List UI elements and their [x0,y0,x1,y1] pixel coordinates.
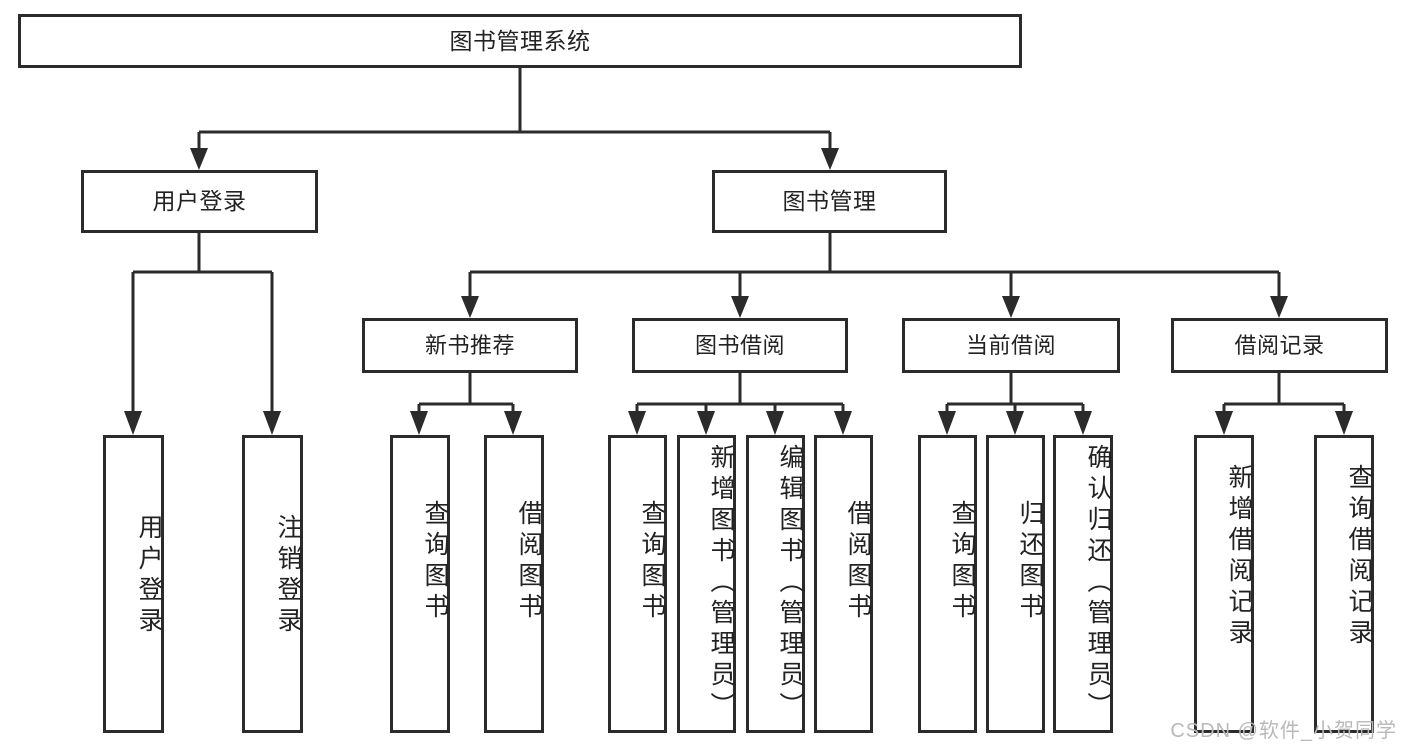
node-root-label: 图书管理系统 [449,27,591,54]
arrow-user-login [190,148,208,170]
arrow-bw-add [697,411,715,435]
leaf-bw-edit-book-admin[interactable]: 编辑图书（管理员） [746,435,805,733]
leaf-rec-query-record-label: 查询借阅记录 [1345,464,1373,650]
node-current-borrow-label: 当前借阅 [965,332,1056,358]
node-new-book-recommend[interactable]: 新书推荐 [362,318,578,373]
leaf-rec-query-record[interactable]: 查询借阅记录 [1314,435,1374,733]
leaf-nb-borrow-book-label: 借阅图书 [515,500,543,624]
leaf-logout-label: 注销登录 [274,514,302,638]
node-book-management-label: 图书管理 [782,188,877,215]
leaf-cur-confirm-return-admin[interactable]: 确认归还（管理员） [1053,435,1113,733]
arrow-rec-add [1215,411,1233,435]
node-current-borrow[interactable]: 当前借阅 [902,318,1120,373]
leaf-nb-query-book[interactable]: 查询图书 [390,435,450,733]
arrow-leaf-logout [263,411,281,435]
arrow-leaf-user-login [124,411,142,435]
arrow-bw-lend [834,411,852,435]
leaf-bw-edit-book-admin-label: 编辑图书（管理员） [776,444,804,723]
leaf-rec-add-record-label: 新增借阅记录 [1225,464,1253,650]
node-borrow-record-label: 借阅记录 [1234,332,1325,358]
leaf-cur-return-book-label: 归还图书 [1016,500,1044,624]
node-root[interactable]: 图书管理系统 [18,14,1022,68]
leaf-cur-query-book-label: 查询图书 [948,500,976,624]
leaf-bw-borrow-book[interactable]: 借阅图书 [814,435,873,733]
leaf-bw-add-book-admin-label: 新增图书（管理员） [707,444,735,723]
leaf-rec-add-record[interactable]: 新增借阅记录 [1194,435,1254,733]
leaf-cur-query-book[interactable]: 查询图书 [918,435,977,733]
arrow-book-manage [821,148,839,170]
leaf-logout[interactable]: 注销登录 [242,435,303,733]
arrow-cur-confirm [1074,411,1092,435]
watermark: CSDN @软件_小贺同学 [1170,720,1397,742]
arrow-nb-query [410,411,428,435]
node-book-borrow-label: 图书借阅 [694,332,785,358]
node-book-borrow[interactable]: 图书借阅 [632,318,848,373]
leaf-cur-return-book[interactable]: 归还图书 [986,435,1045,733]
node-borrow-record[interactable]: 借阅记录 [1171,318,1388,373]
leaf-bw-query-book-label: 查询图书 [638,500,666,624]
leaf-user-login[interactable]: 用户登录 [103,435,164,733]
arrow-cur-query [938,411,956,435]
node-new-book-recommend-label: 新书推荐 [424,332,515,358]
arrow-cur-return [1006,411,1024,435]
arrow-rec-query [1335,411,1353,435]
arrow-bw-query [628,411,646,435]
leaf-cur-confirm-return-admin-label: 确认归还（管理员） [1084,444,1112,723]
arrow-bw-edit [766,411,784,435]
leaf-nb-query-book-label: 查询图书 [421,500,449,624]
node-user-login[interactable]: 用户登录 [81,170,318,233]
leaf-nb-borrow-book[interactable]: 借阅图书 [484,435,544,733]
leaf-user-login-label: 用户登录 [135,514,163,638]
arrow-current [1002,296,1020,318]
leaf-bw-borrow-book-label: 借阅图书 [844,500,872,624]
arrow-record [1270,296,1288,318]
leaf-bw-query-book[interactable]: 查询图书 [608,435,667,733]
arrow-newbook [461,296,479,318]
node-book-management[interactable]: 图书管理 [712,170,947,233]
arrow-borrow [731,296,749,318]
leaf-bw-add-book-admin[interactable]: 新增图书（管理员） [677,435,736,733]
node-user-login-label: 用户登录 [152,188,247,215]
arrow-nb-borrow [504,411,522,435]
